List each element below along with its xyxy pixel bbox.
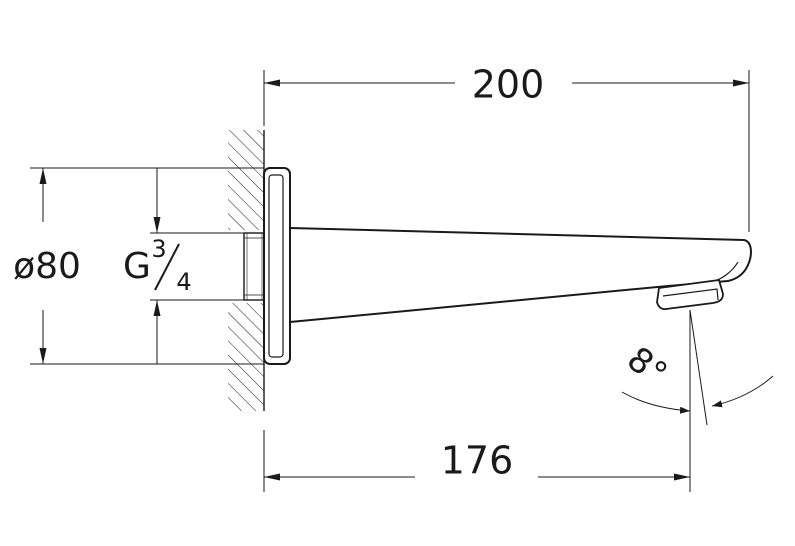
wall-hatching (228, 130, 265, 411)
dimension-lines (39, 79, 774, 481)
aerator (656, 279, 724, 311)
thread-numerator-label: 3 (151, 235, 166, 263)
wall-flange (263, 167, 291, 365)
thread-connector (243, 232, 265, 301)
overall-length-label: 200 (472, 63, 545, 107)
spout-reach-label: 176 (441, 439, 514, 483)
flange-diameter-label: ø80 (13, 246, 81, 287)
extension-lines (30, 70, 750, 492)
spout-body (289, 227, 752, 323)
fraction-slash (154, 243, 180, 291)
thread-denominator-label: 4 (176, 268, 191, 296)
angle-label: 8° (619, 339, 674, 394)
thread-letter-label: G (123, 246, 151, 287)
